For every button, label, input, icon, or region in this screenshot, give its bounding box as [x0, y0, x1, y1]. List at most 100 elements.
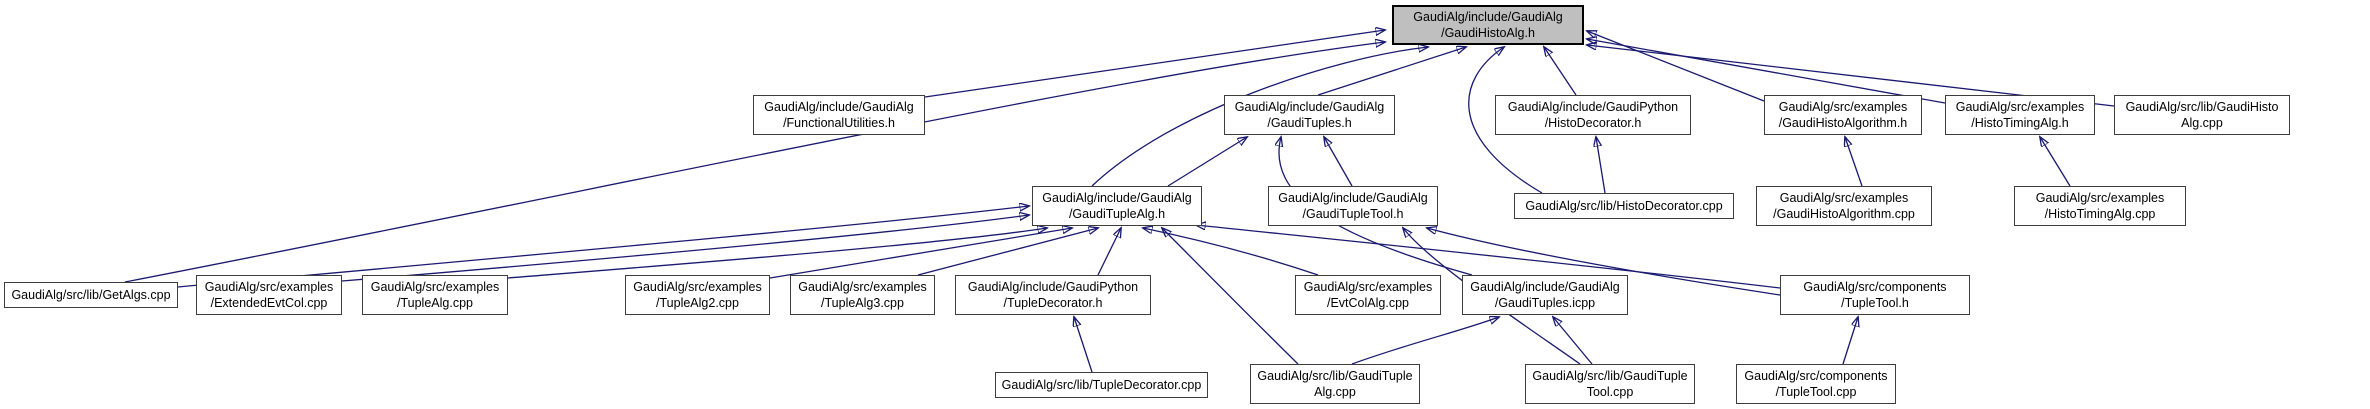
node-label-line: GaudiAlg/src/lib/HistoDecorator.cpp	[1525, 199, 1723, 213]
node-label-line: GaudiAlg/src/examples	[1779, 191, 1909, 205]
node-label-line: GaudiAlg/include/GaudiAlg	[1413, 10, 1563, 24]
node-label-line: /TupleTool.h	[1841, 296, 1909, 310]
node-label-line: Alg.cpp	[2181, 116, 2223, 130]
edge-gaudi-tuple-tool-cpp-to-gaudi-tuples-icpp	[1553, 317, 1593, 365]
node-gaudi-histo-alg-h[interactable]: GaudiAlg/include/GaudiAlg/GaudiHistoAlg.…	[1392, 5, 1584, 45]
node-histo-timing-alg-h[interactable]: GaudiAlg/src/examples/HistoTimingAlg.h	[1945, 95, 2095, 135]
node-label-line: Alg.cpp	[1314, 385, 1356, 399]
node-label-line: /TupleAlg3.cpp	[821, 296, 904, 310]
node-label-line: /ExtendedEvtCol.cpp	[210, 296, 328, 310]
node-tuple-tool-h[interactable]: GaudiAlg/src/components/TupleTool.h	[1780, 275, 1970, 315]
node-label-line: /EvtColAlg.cpp	[1327, 296, 1409, 310]
node-label-line: GaudiAlg/include/GaudiAlg	[1278, 191, 1428, 205]
edge-histo-decorator-h-to-gaudi-histo-alg-h	[1544, 47, 1577, 96]
node-tuple-decorator-h[interactable]: GaudiAlg/include/GaudiPython/TupleDecora…	[955, 275, 1151, 315]
edge-gaudi-tuple-alg-cpp-to-gaudi-tuple-alg-h	[1162, 228, 1299, 365]
node-label-line: /HistoTimingAlg.h	[1971, 116, 2069, 130]
node-label-line: GaudiAlg/src/lib/GaudiTuple	[1257, 369, 1413, 383]
node-label-line: /GaudiHistoAlgorithm.h	[1778, 116, 1908, 130]
node-label-line: GaudiAlg/include/GaudiAlg	[1470, 280, 1620, 294]
node-evt-col-alg-cpp[interactable]: GaudiAlg/src/examples/EvtColAlg.cpp	[1295, 275, 1441, 315]
node-gaudi-histo-algorithm-h[interactable]: GaudiAlg/src/examples/GaudiHistoAlgorith…	[1764, 95, 1922, 135]
edge-tuple-tool-h-to-gaudi-tuple-alg-h	[1196, 225, 1781, 289]
node-label-line: /GaudiTupleAlg.h	[1068, 207, 1166, 221]
node-gaudi-tuples-icpp[interactable]: GaudiAlg/include/GaudiAlg/GaudiTuples.ic…	[1462, 275, 1628, 315]
node-tuple-decorator-cpp[interactable]: GaudiAlg/src/lib/TupleDecorator.cpp	[995, 372, 1208, 398]
node-label-line: GaudiAlg/src/lib/GaudiHisto	[2125, 100, 2279, 114]
node-label-line: /TupleAlg.cpp	[397, 296, 473, 310]
edge-functional-utilities-h-to-gaudi-histo-alg-h	[924, 30, 1385, 98]
edge-gaudi-tuples-h-to-gaudi-histo-alg-h	[1317, 47, 1466, 96]
edge-tuple-tool-cpp-to-tuple-tool-h	[1842, 317, 1858, 365]
node-label-line: GaudiAlg/src/examples	[798, 280, 927, 294]
node-label-line: /HistoDecorator.h	[1544, 116, 1642, 130]
node-label-line: GaudiAlg/include/GaudiPython	[1507, 100, 1679, 114]
node-label-line: GaudiAlg/src/examples	[1303, 280, 1433, 294]
edge-get-algs-cpp-to-gaudi-histo-alg-h	[124, 42, 1385, 283]
edge-gaudi-tuple-alg-h-to-gaudi-histo-alg-h	[1091, 47, 1428, 187]
edge-get-algs-cpp-to-gaudi-tuple-alg-h	[177, 206, 1029, 288]
node-gaudi-tuple-tool-h[interactable]: GaudiAlg/include/GaudiAlg/GaudiTupleTool…	[1268, 186, 1438, 226]
edge-gaudi-tuple-alg-h-to-gaudi-tuples-h	[1167, 137, 1247, 187]
edge-histo-decorator-cpp-to-histo-decorator-h	[1596, 137, 1606, 194]
node-get-algs-cpp[interactable]: GaudiAlg/src/lib/GetAlgs.cpp	[4, 282, 178, 308]
node-label-line: GaudiAlg/src/components	[1803, 280, 1947, 294]
edge-tuple-tool-h-to-gaudi-tuple-tool-h	[1427, 228, 1781, 296]
node-label-line: GaudiAlg/include/GaudiAlg	[764, 100, 914, 114]
node-functional-utilities-h[interactable]: GaudiAlg/include/GaudiAlg/FunctionalUtil…	[753, 95, 925, 135]
edge-tuple-decorator-cpp-to-tuple-decorator-h	[1074, 317, 1093, 373]
node-label-line: GaudiAlg/src/examples	[1955, 100, 2085, 114]
node-label-line: GaudiAlg/src/lib/GetAlgs.cpp	[11, 288, 171, 302]
edge-tuple-alg-cpp-to-gaudi-tuple-alg-h	[507, 228, 1047, 279]
node-label-line: GaudiAlg/src/lib/GaudiTuple	[1532, 369, 1688, 383]
node-label-line: /HistoTimingAlg.cpp	[2044, 207, 2156, 221]
edge-gaudi-histo-algorithm-h-to-gaudi-histo-alg-h	[1587, 31, 1765, 102]
node-label-line: /FunctionalUtilities.h	[783, 116, 895, 130]
node-label-line: Tool.cpp	[1586, 385, 1634, 399]
node-extended-evt-col-cpp[interactable]: GaudiAlg/src/examples/ExtendedEvtCol.cpp	[196, 275, 342, 315]
edge-tuple-decorator-h-to-gaudi-tuple-alg-h	[1097, 228, 1121, 276]
node-label-line: GaudiAlg/src/lib/TupleDecorator.cpp	[1001, 378, 1202, 392]
node-label-line: GaudiAlg/src/examples	[1778, 100, 1908, 114]
node-label-line: /GaudiTuples.h	[1267, 116, 1352, 130]
node-histo-decorator-cpp[interactable]: GaudiAlg/src/lib/HistoDecorator.cpp	[1514, 193, 1734, 219]
edge-gaudi-histo-algorithm-cpp-to-gaudi-histo-algorithm-h	[1845, 137, 1863, 187]
edge-histo-timing-alg-cpp-to-histo-timing-alg-h	[2040, 137, 2071, 187]
edge-tuple-alg3-cpp-to-gaudi-tuple-alg-h	[917, 228, 1098, 276]
edge-tuple-alg2-cpp-to-gaudi-tuple-alg-h	[769, 228, 1072, 279]
node-tuple-alg3-cpp[interactable]: GaudiAlg/src/examples/TupleAlg3.cpp	[790, 275, 935, 315]
node-label-line: /GaudiTuples.icpp	[1494, 296, 1596, 310]
edge-evt-col-alg-cpp-to-gaudi-tuple-alg-h	[1143, 228, 1319, 276]
node-gaudi-tuple-alg-h[interactable]: GaudiAlg/include/GaudiAlg/GaudiTupleAlg.…	[1032, 186, 1202, 226]
node-tuple-alg2-cpp[interactable]: GaudiAlg/src/examples/TupleAlg2.cpp	[625, 275, 770, 315]
node-label-line: GaudiAlg/src/examples	[204, 280, 334, 294]
node-label-line: /GaudiTupleTool.h	[1302, 207, 1404, 221]
node-histo-timing-alg-cpp[interactable]: GaudiAlg/src/examples/HistoTimingAlg.cpp	[2014, 186, 2186, 226]
node-tuple-tool-cpp[interactable]: GaudiAlg/src/components/TupleTool.cpp	[1736, 364, 1896, 404]
node-label-line: /GaudiHistoAlg.h	[1441, 26, 1535, 40]
edge-extended-evt-col-cpp-to-gaudi-tuple-alg-h	[341, 215, 1029, 282]
node-label-line: /TupleTool.cpp	[1775, 385, 1857, 399]
node-label-line: GaudiAlg/src/components	[1744, 369, 1888, 383]
node-label-line: /TupleDecorator.h	[1003, 296, 1103, 310]
node-label-line: /GaudiHistoAlgorithm.cpp	[1773, 207, 1915, 221]
edge-gaudi-tuple-alg-cpp-to-gaudi-tuples-icpp	[1351, 317, 1499, 365]
node-gaudi-tuples-h[interactable]: GaudiAlg/include/GaudiAlg/GaudiTuples.h	[1224, 95, 1395, 135]
node-label-line: GaudiAlg/include/GaudiPython	[967, 280, 1139, 294]
node-label-line: GaudiAlg/src/examples	[370, 280, 500, 294]
edge-histo-decorator-cpp-to-gaudi-histo-alg-h	[1468, 47, 1543, 194]
edge-gaudi-tuple-tool-h-to-gaudi-tuples-h	[1324, 137, 1353, 187]
node-label-line: GaudiAlg/src/examples	[633, 280, 762, 294]
edge-histo-timing-alg-h-to-gaudi-histo-alg-h	[1587, 39, 1946, 104]
node-label-line: GaudiAlg/include/GaudiAlg	[1042, 191, 1192, 205]
node-tuple-alg-cpp[interactable]: GaudiAlg/src/examples/TupleAlg.cpp	[362, 275, 508, 315]
node-label-line: GaudiAlg/src/examples	[2035, 191, 2165, 205]
node-gaudi-histo-algorithm-cpp[interactable]: GaudiAlg/src/examples/GaudiHistoAlgorith…	[1756, 186, 1932, 226]
node-label-line: /TupleAlg2.cpp	[656, 296, 739, 310]
node-histo-decorator-h[interactable]: GaudiAlg/include/GaudiPython/HistoDecora…	[1495, 95, 1691, 135]
